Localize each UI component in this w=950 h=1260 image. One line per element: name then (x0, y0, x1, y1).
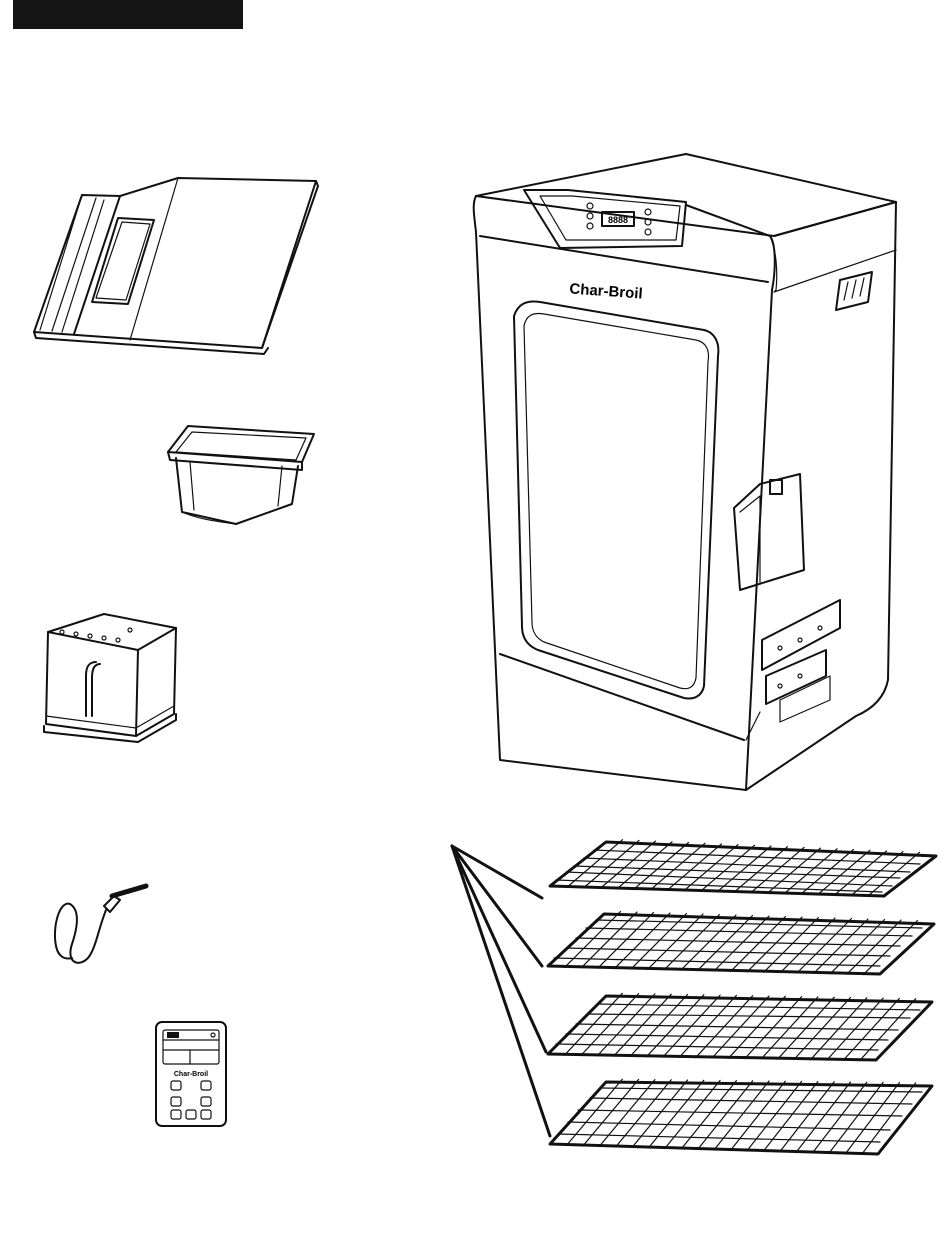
rack-wire (714, 1081, 769, 1150)
rack-wire (834, 851, 887, 896)
rack-wire (801, 850, 854, 895)
rack-wire (700, 845, 754, 891)
remote-logo: Char-Broil (174, 1071, 208, 1078)
electric-smoker-illustration: 8888 Char-Broil (474, 154, 896, 790)
rack-wire (845, 1083, 899, 1154)
cooking-rack-1 (550, 840, 936, 897)
rack-wire (796, 1082, 851, 1153)
cooking-rack-2 (548, 912, 934, 975)
rack-wire (780, 1082, 835, 1152)
rack-wire (851, 852, 903, 896)
smoker-display: 8888 (608, 215, 628, 225)
rack-wire (734, 847, 788, 893)
rack-wire (812, 1082, 866, 1153)
rack-wire (817, 850, 870, 895)
rack-wire (750, 847, 804, 893)
cooking-rack-4 (550, 1079, 932, 1154)
rack-wire (634, 843, 689, 890)
rack-wire (567, 840, 623, 888)
meat-probe-illustration (55, 886, 146, 963)
rack-wire (763, 1082, 818, 1152)
water-pan-illustration (168, 426, 314, 524)
drip-tray-illustration (34, 178, 318, 354)
rack-leader-lines (452, 846, 550, 1136)
rack-wire (829, 1082, 883, 1153)
cooking-rack-3 (548, 993, 932, 1060)
wood-chip-box-illustration (44, 614, 176, 742)
rack-wire (650, 843, 705, 890)
rack-wire (600, 841, 655, 888)
remote-control-illustration: Char-Broil (156, 1022, 226, 1126)
smoker-logo: Char-Broil (569, 280, 643, 302)
rack-wire (617, 842, 672, 889)
rack-wire (717, 846, 771, 892)
rack-wire (784, 849, 837, 894)
rack-wire (767, 848, 820, 893)
rack-wire (583, 840, 639, 888)
rack-wire (730, 1081, 785, 1150)
rack-wire (667, 844, 722, 891)
rack-wire (684, 845, 738, 891)
rack-wire (747, 1081, 802, 1151)
